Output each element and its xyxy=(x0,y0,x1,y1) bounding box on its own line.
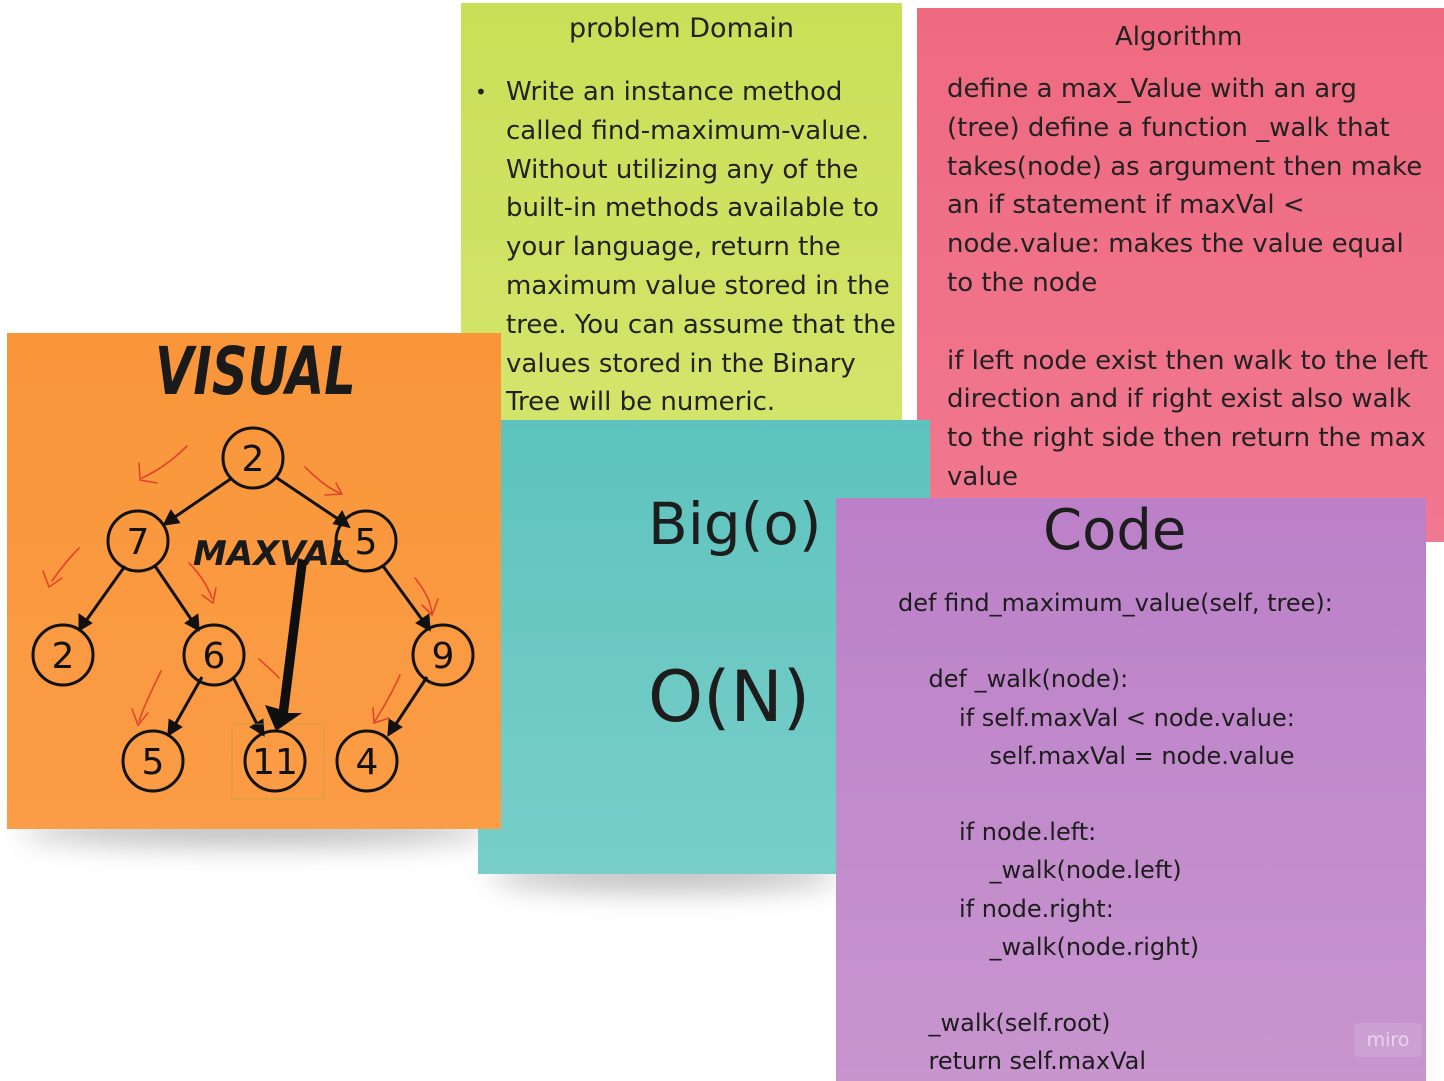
node-left-right xyxy=(182,623,246,687)
problem-domain-bullet: Write an instance method called find-max… xyxy=(475,73,916,422)
node-root-value: 2 xyxy=(242,439,265,480)
code-title: Code xyxy=(1043,498,1187,563)
node-left-left-value: 2 xyxy=(52,636,75,677)
algorithm-paragraph-2: if left node exist then walk to the left… xyxy=(947,345,1428,492)
tree-node-values: 2 7 5 2 6 9 5 11 4 xyxy=(52,439,455,783)
edge-7-to-2-arrowhead xyxy=(78,613,93,632)
problem-domain-list: Write an instance method called find-max… xyxy=(475,73,916,422)
edge-5-to-9-arrowhead xyxy=(415,613,431,632)
edge-9-to-4-arrowhead xyxy=(387,718,403,737)
annotation-arrow-5-right xyxy=(414,577,433,616)
maxval-label: MAXVAL xyxy=(193,534,351,574)
visual-title: VISUAL xyxy=(155,333,356,410)
node-lr-left xyxy=(121,729,185,793)
algorithm-body: define a max_Value with an arg (tree) de… xyxy=(947,70,1432,497)
node-left xyxy=(106,509,170,573)
problem-domain-note[interactable]: problem Domain Write an instance method … xyxy=(461,3,902,433)
edge-root-left xyxy=(168,476,233,523)
edge-6-to-5 xyxy=(170,676,204,731)
annotation-arrow-7-right xyxy=(188,562,213,599)
node-lr-right xyxy=(243,729,307,793)
node-rr-left xyxy=(335,729,399,793)
big-o-complexity: O(N) xyxy=(648,656,811,738)
node-left-left xyxy=(31,623,95,687)
edge-6-to-11-arrowhead xyxy=(249,718,265,737)
annotation-arrowhead-root-left xyxy=(138,462,158,484)
miro-watermark: miro xyxy=(1354,1023,1422,1057)
node-right-right xyxy=(411,623,475,687)
edge-5-to-9 xyxy=(381,565,428,626)
node-rr-left-value: 4 xyxy=(356,742,379,783)
node-lr-left-value: 5 xyxy=(142,742,165,783)
annotation-arrowhead-root-right xyxy=(324,482,344,496)
algorithm-paragraph-1: define a max_Value with an arg (tree) de… xyxy=(947,74,1423,298)
traversal-annotations xyxy=(42,445,439,727)
problem-domain-title: problem Domain xyxy=(568,13,795,44)
edge-6-to-11 xyxy=(231,676,262,731)
annotation-arrowhead-7-left xyxy=(42,570,63,589)
edge-9-to-4 xyxy=(390,676,429,731)
annotation-arrowhead-7-right xyxy=(201,587,217,605)
edge-7-to-6-arrowhead xyxy=(184,613,200,632)
annotation-arrowhead-6-left xyxy=(131,708,149,727)
tree-edges xyxy=(78,476,431,737)
visual-note[interactable]: VISUAL xyxy=(7,333,501,829)
annotation-arrow-root-right xyxy=(304,466,341,494)
node-root xyxy=(221,426,285,490)
annotation-arrowhead-9-left xyxy=(372,707,390,725)
annotation-arrow-root-left xyxy=(141,445,188,479)
code-note[interactable]: Code def find_maximum_value(self, tree):… xyxy=(836,498,1426,1081)
edge-6-to-5-arrowhead xyxy=(167,718,183,737)
node-lr-right-value: 11 xyxy=(252,742,298,783)
maxval-arrow xyxy=(265,558,307,731)
node-right-right-value: 9 xyxy=(432,636,455,677)
edge-7-to-2 xyxy=(81,565,127,626)
edge-root-right xyxy=(276,476,345,525)
algorithm-title: Algorithm xyxy=(1115,22,1243,52)
tree-nodes xyxy=(31,426,475,793)
node-right xyxy=(334,509,398,573)
algorithm-note[interactable]: Algorithm define a max_Value with an arg… xyxy=(917,8,1444,542)
big-o-title: Big(o) xyxy=(648,490,822,558)
annotation-arrow-6-left xyxy=(138,670,162,722)
annotation-arrow-9-left xyxy=(374,674,401,722)
edge-7-to-6 xyxy=(153,565,197,626)
node-left-right-value: 6 xyxy=(203,636,226,677)
node-right-value: 5 xyxy=(355,522,378,563)
node-left-value: 7 xyxy=(127,522,150,563)
annotation-arrow-6-right xyxy=(258,658,280,679)
binary-tree-diagram: VISUAL xyxy=(31,333,475,800)
code-block: def find_maximum_value(self, tree): def … xyxy=(898,589,1333,1076)
edge-root-left-arrowhead xyxy=(162,509,181,526)
annotation-arrow-7-left xyxy=(51,547,80,582)
annotation-arrowhead-5-right xyxy=(421,598,439,617)
